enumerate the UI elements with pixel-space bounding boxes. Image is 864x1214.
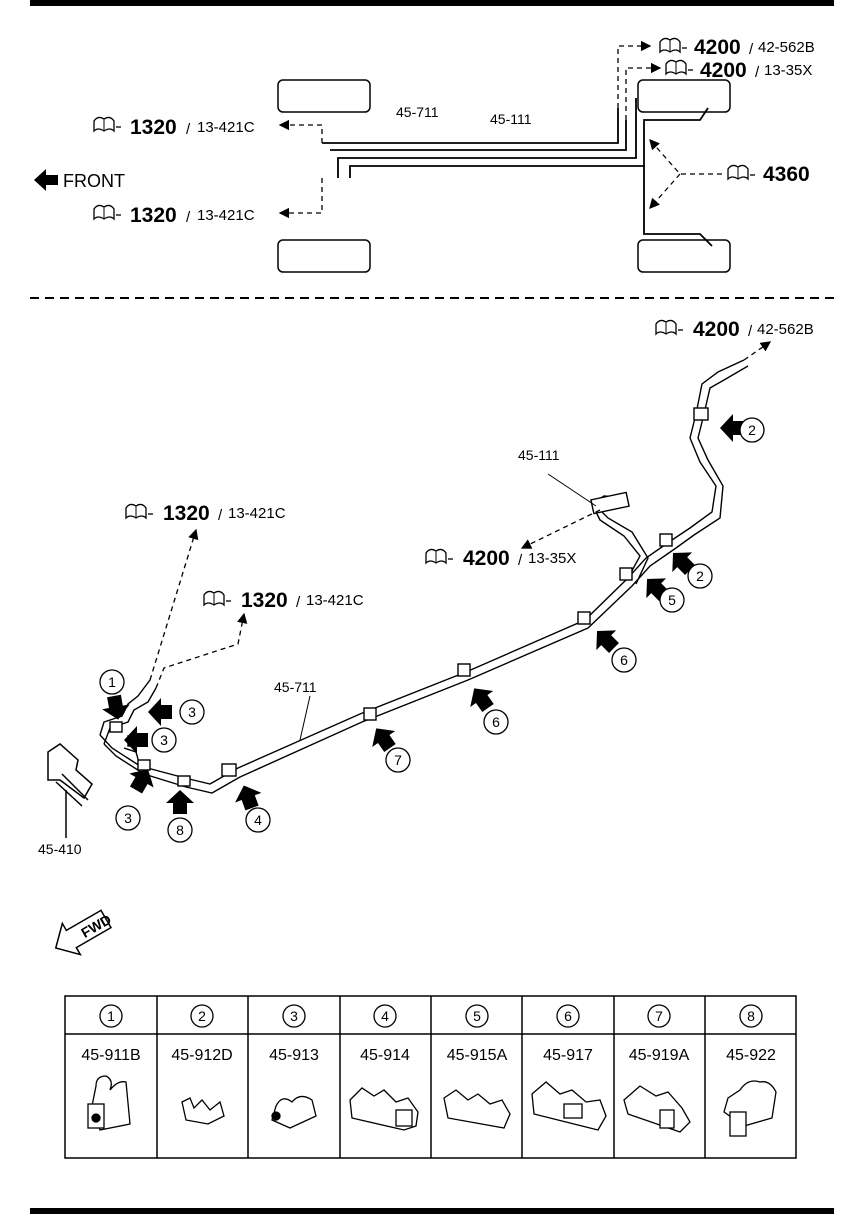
label-hose-45-410: 45-410 (38, 841, 82, 857)
ref-code: 42-562B (757, 321, 814, 338)
ref-code: 13-421C (228, 505, 286, 522)
label-pipe-45-711: 45-711 (274, 679, 317, 695)
table-part-number: 45-919A (629, 1047, 690, 1064)
ref-code: 13-35X (528, 550, 576, 567)
callout-6: 6 (620, 652, 628, 668)
pipe-45-111 (590, 491, 649, 585)
svg-text:/: / (218, 507, 223, 524)
ref-code: 13-35X (764, 62, 812, 79)
clip-45-914-icon (349, 1087, 419, 1131)
arrow-left-icon (34, 169, 58, 191)
wheel-front-left (277, 79, 371, 113)
table-clip-number: 1 (107, 1008, 115, 1024)
ref-group: 4200 (694, 36, 741, 59)
ref-group: 1320 (130, 204, 177, 227)
label-pipe-45-111-top: 45-111 (490, 111, 532, 127)
wheel-rear-left (637, 79, 731, 113)
ref-group: 1320 (241, 589, 288, 612)
block-arrow-icon (148, 698, 172, 726)
callout-7: 7 (394, 752, 402, 768)
table-part-number: 45-913 (269, 1047, 319, 1064)
ref-group: 4360 (763, 163, 810, 186)
book-reference-icon (655, 319, 684, 335)
wheel-rear-right (637, 239, 731, 273)
ref-group: 1320 (163, 502, 210, 525)
svg-text:/: / (518, 552, 523, 569)
callout-2: 2 (696, 568, 704, 584)
table-part-number: 45-917 (543, 1047, 593, 1064)
table-clip-number: 7 (655, 1008, 663, 1024)
wheel-front-right (277, 239, 371, 273)
clip-45-922-icon (723, 1080, 777, 1137)
table-part-number: 45-912D (171, 1047, 232, 1064)
book-reference-icon (727, 164, 756, 180)
block-arrow-icon (166, 790, 194, 814)
clip-45-915a-icon (443, 1089, 511, 1129)
svg-text:/: / (748, 323, 753, 340)
table-part-number: 45-911B (81, 1047, 140, 1064)
hose-45-410 (47, 743, 93, 838)
table-clip-number: 4 (381, 1008, 389, 1024)
svg-text:/: / (186, 209, 191, 226)
clip-45-912d-icon (181, 1097, 225, 1125)
table-clip-number: 3 (290, 1008, 298, 1024)
clip-table: 1 2 3 4 5 6 7 8 45-911B 45-912D 45-913 4… (64, 995, 797, 1159)
callout-5: 5 (668, 592, 676, 608)
ref-group: 4200 (693, 318, 740, 341)
ref-code: 13-421C (197, 207, 255, 224)
table-clip-number: 6 (564, 1008, 572, 1024)
book-reference-icon (125, 503, 154, 519)
callout-3: 3 (160, 732, 168, 748)
callout-3: 3 (124, 810, 132, 826)
fwd-arrow-icon: FWD (54, 909, 114, 956)
clip-45-917-icon (531, 1081, 607, 1131)
detail-diagram: 1 3 3 3 8 4 7 6 6 5 2 2 45-111 45-711 45… (38, 318, 814, 956)
clip-45-911b-icon (87, 1075, 131, 1131)
pipe-runs (322, 98, 713, 247)
book-reference-icon (659, 37, 688, 53)
front-label: FRONT (63, 171, 125, 191)
label-pipe-45-111: 45-111 (518, 447, 560, 463)
book-reference-icon (93, 116, 122, 132)
callout-2: 2 (748, 422, 756, 438)
ref-code: 42-562B (758, 39, 815, 56)
top-border (30, 0, 834, 6)
book-reference-icon (425, 548, 454, 564)
svg-text:/: / (749, 41, 754, 58)
callout-1: 1 (108, 674, 116, 690)
ref-group: 1320 (130, 116, 177, 139)
bottom-border (30, 1208, 834, 1214)
book-reference-icon (665, 59, 694, 75)
table-clip-number: 8 (747, 1008, 755, 1024)
pipe-rear-upper (671, 359, 749, 549)
book-reference-icon (93, 204, 122, 220)
table-part-number: 45-914 (360, 1047, 410, 1064)
svg-text:/: / (296, 594, 301, 611)
ref-group: 4200 (700, 59, 747, 82)
label-pipe-45-711-top: 45-711 (396, 104, 439, 120)
callout-4: 4 (254, 812, 262, 828)
block-arrow-icon (100, 693, 132, 723)
ref-group: 4200 (463, 547, 510, 570)
callout-6: 6 (492, 714, 500, 730)
svg-text:/: / (186, 121, 191, 138)
top-schematic: FRONT 45-711 45-111 1320 / 13-421C 1320 … (34, 36, 815, 273)
clip-45-913-icon (271, 1095, 317, 1129)
ref-code: 13-421C (306, 592, 364, 609)
book-reference-icon (203, 590, 232, 606)
table-clip-number: 2 (198, 1008, 206, 1024)
clip-45-919a-icon (623, 1085, 691, 1133)
table-clip-number: 5 (473, 1008, 481, 1024)
callout-8: 8 (176, 822, 184, 838)
table-part-number: 45-922 (726, 1047, 776, 1064)
table-part-number: 45-915A (447, 1047, 508, 1064)
svg-text:/: / (755, 64, 760, 81)
callout-3: 3 (188, 704, 196, 720)
clips (109, 407, 709, 787)
ref-code: 13-421C (197, 119, 255, 136)
